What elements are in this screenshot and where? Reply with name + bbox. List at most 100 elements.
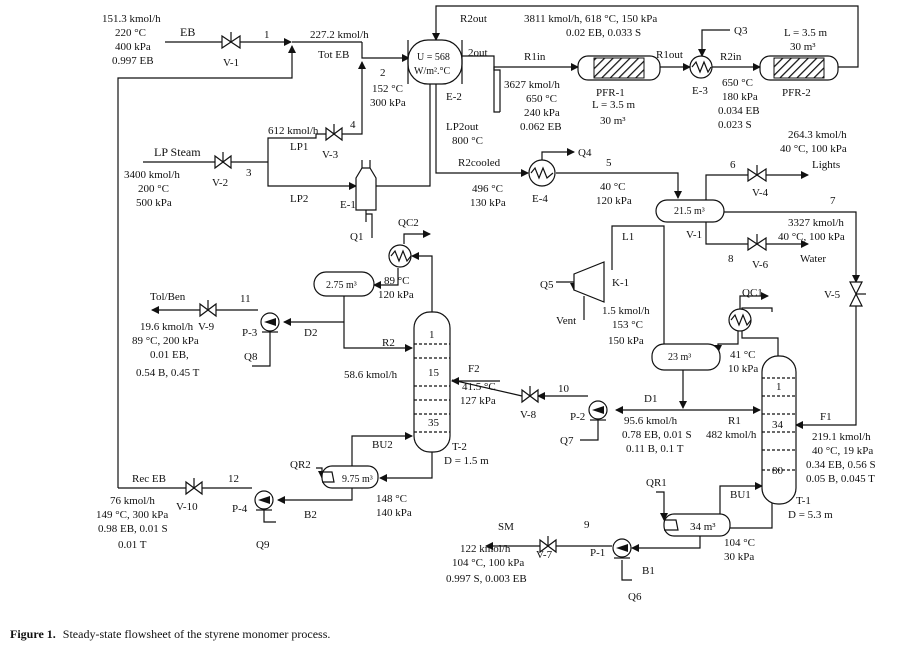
vent-flow: 1.5 kmol/h bbox=[602, 305, 650, 317]
duty-q4-line bbox=[541, 148, 575, 162]
rec-eb-comp1: 0.98 EB, 0.01 S bbox=[98, 523, 168, 535]
reactor-pfr2 bbox=[759, 55, 839, 81]
q3-label: Q3 bbox=[734, 25, 748, 37]
eb-feed-comp: 0.997 EB bbox=[112, 55, 154, 67]
p1-label: P-1 bbox=[590, 547, 605, 559]
r2cooled-temp: 496 °C bbox=[472, 183, 503, 195]
vent-name: Vent bbox=[556, 315, 576, 327]
b1-temp: 104 °C bbox=[724, 537, 755, 549]
stream-4-label: 4 bbox=[350, 119, 356, 131]
r2in-pressure: 180 kPa bbox=[722, 91, 758, 103]
d1-comp1: 0.78 EB, 0.01 S bbox=[622, 429, 692, 441]
lp-steam-name: LP Steam bbox=[154, 145, 201, 159]
t1-label: T-1 bbox=[796, 495, 811, 507]
t1-tray-top: 1 bbox=[776, 381, 782, 393]
duty-q1-line bbox=[366, 213, 373, 238]
column-t2 bbox=[413, 311, 451, 453]
duty-qc2-line bbox=[403, 230, 431, 244]
q4-label: Q4 bbox=[578, 147, 592, 159]
reboiler-t2 bbox=[321, 465, 379, 489]
stream-4 bbox=[342, 61, 366, 135]
duty-q6-line bbox=[621, 560, 632, 581]
sm-flow: 122 kmol/h bbox=[460, 543, 511, 555]
duty-qc1-line bbox=[739, 292, 769, 310]
cooler-e4 bbox=[528, 159, 556, 187]
stream-lp2 bbox=[267, 162, 357, 190]
stream-11-label: 11 bbox=[240, 293, 251, 305]
stream-6-label: 6 bbox=[730, 159, 736, 171]
stream-bu1-return bbox=[719, 482, 763, 514]
v6-label: V-6 bbox=[752, 259, 769, 271]
stream-9-label: 9 bbox=[584, 519, 590, 531]
condenser-t1 bbox=[728, 308, 752, 332]
eb-feed-temp: 220 °C bbox=[115, 27, 146, 39]
stream-10-label: 10 bbox=[558, 383, 570, 395]
pfr1-label: PFR-1 bbox=[596, 87, 625, 99]
tot-eb-flow: 227.2 kmol/h bbox=[310, 29, 369, 41]
eb-feed-pressure: 400 kPa bbox=[115, 41, 151, 53]
column-t1 bbox=[761, 355, 797, 505]
stream-2-label: 2 bbox=[380, 67, 386, 79]
lp2out-temp: 800 °C bbox=[452, 135, 483, 147]
d1-flow: 95.6 kmol/h bbox=[624, 415, 678, 427]
rec-eb-flow: 76 kmol/h bbox=[110, 495, 155, 507]
duty-qr2-line bbox=[316, 467, 326, 479]
lp-steam-flow: 3400 kmol/h bbox=[124, 169, 180, 181]
stream-2-temp: 152 °C bbox=[372, 83, 403, 95]
stream-1-label: 1 bbox=[264, 29, 270, 41]
r2-flow: 58.6 kmol/h bbox=[344, 369, 398, 381]
heater-e3 bbox=[689, 55, 713, 79]
b1-name: B1 bbox=[642, 565, 655, 577]
lights-flow: 264.3 kmol/h bbox=[788, 129, 847, 141]
furnace-e1 bbox=[355, 160, 377, 222]
tolben-conditions: 89 °C, 200 kPa bbox=[132, 335, 199, 347]
vent-pressure: 150 kPa bbox=[608, 335, 644, 347]
lp1-name: LP1 bbox=[290, 141, 308, 153]
r2out-conditions: 3811 kmol/h, 618 °C, 150 kPa bbox=[524, 13, 657, 25]
pump-p4 bbox=[254, 490, 274, 511]
lp2-name: LP2 bbox=[290, 193, 308, 205]
v2-label: V-2 bbox=[212, 177, 228, 189]
b2-temp: 148 °C bbox=[376, 493, 407, 505]
valve-v6 bbox=[747, 234, 767, 252]
stream-f1 bbox=[795, 306, 857, 429]
stream-t2-bottom bbox=[379, 450, 433, 482]
v1-valve-label: V-1 bbox=[223, 57, 239, 69]
r1in-comp: 0.062 EB bbox=[520, 121, 562, 133]
reflux-drum-t1 bbox=[651, 343, 721, 371]
valve-v10 bbox=[185, 478, 203, 496]
stream-8-label: 8 bbox=[728, 253, 734, 265]
q8-label: Q8 bbox=[244, 351, 258, 363]
f1-name: F1 bbox=[820, 411, 832, 423]
stream-r2cooled bbox=[435, 84, 529, 177]
compressor-k1 bbox=[573, 261, 605, 303]
cond-t2-temp: 89 °C bbox=[384, 275, 410, 287]
v10-label: V-10 bbox=[176, 501, 198, 513]
duty-q7-line bbox=[580, 420, 599, 441]
q6-label: Q6 bbox=[628, 591, 642, 603]
r2cooled-pressure: 130 kPa bbox=[470, 197, 506, 209]
reboiler-t1 bbox=[663, 513, 731, 537]
r2out-composition: 0.02 EB, 0.033 S bbox=[566, 27, 641, 39]
reactor-pfr1 bbox=[577, 55, 661, 81]
d1-comp2: 0.11 B, 0.1 T bbox=[626, 443, 684, 455]
r2out-name: R2out bbox=[460, 13, 487, 25]
stream-bu1 bbox=[728, 500, 773, 529]
stream-5 bbox=[556, 172, 682, 199]
r2-name: R2 bbox=[382, 337, 395, 349]
stream-bu2 bbox=[351, 432, 413, 466]
condenser-t2 bbox=[388, 244, 412, 268]
f1-flow: 219.1 kmol/h bbox=[812, 431, 871, 443]
valve-v7 bbox=[539, 536, 557, 554]
stream-6 bbox=[705, 174, 748, 202]
figure-caption-text: Steady-state flowsheet of the styrene mo… bbox=[63, 627, 331, 641]
stream-3-label: 3 bbox=[246, 167, 252, 179]
cond-t2-pressure: 120 kPa bbox=[378, 289, 414, 301]
lights-name: Lights bbox=[812, 159, 840, 171]
stream-5-label: 5 bbox=[606, 157, 612, 169]
stream-lp1 bbox=[267, 133, 326, 162]
stream-e1-to-e2 bbox=[370, 84, 431, 187]
t2-diam: D = 1.5 m bbox=[444, 455, 489, 467]
v9-label: V-9 bbox=[198, 321, 215, 333]
